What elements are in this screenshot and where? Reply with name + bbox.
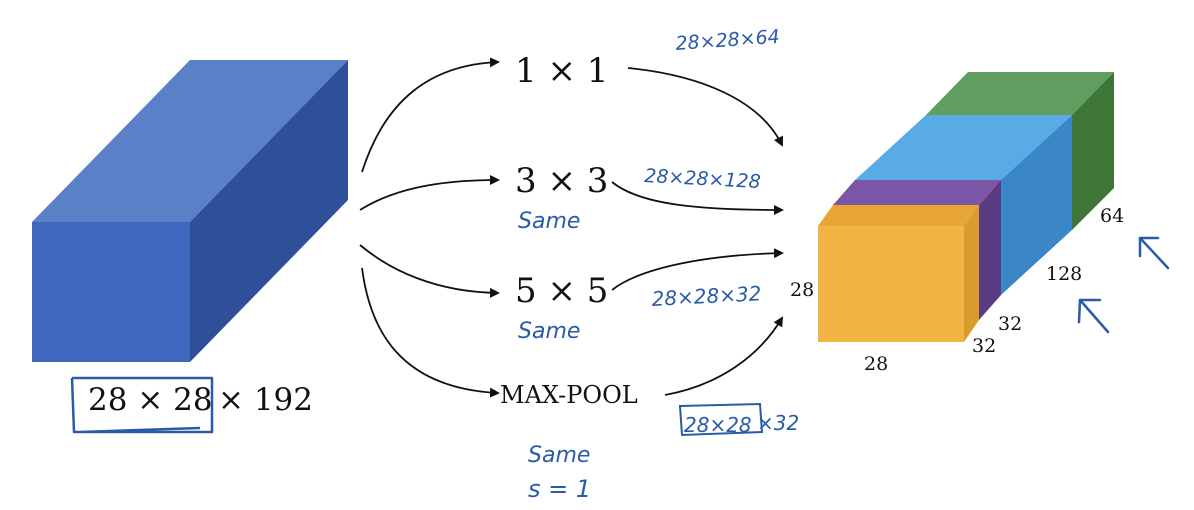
output-depth-3x3-label: 128 <box>1046 263 1082 285</box>
branch-3x3-label: 3 × 3 <box>515 161 608 201</box>
output-depth-maxpool-label: 32 <box>972 335 996 357</box>
input-volume-top-face <box>32 60 348 222</box>
input-dims-rest: × 192 <box>218 382 313 418</box>
branch-3x3-padding: Same <box>518 209 580 234</box>
input-dims-boxed: 28 × 28 <box>88 382 213 418</box>
input-volume-side-face <box>190 60 348 362</box>
output-depth-5x5-label: 32 <box>998 313 1022 335</box>
branch-5x5-padding: Same <box>518 319 580 344</box>
arrow-to-5x5 <box>359 244 500 298</box>
branch-maxpool-padding: Same <box>528 443 590 468</box>
output-maxpool-front <box>818 226 964 342</box>
output-height-label: 28 <box>790 279 814 301</box>
output-volume <box>818 72 1114 342</box>
output-5x5-side <box>979 180 1001 320</box>
output-3x3-side <box>1001 115 1072 295</box>
output-width-label: 28 <box>864 353 888 375</box>
hand-arrow-64 <box>1138 236 1170 270</box>
output-1x1-side <box>1072 72 1114 230</box>
arrow-from-5x5 <box>611 248 784 291</box>
output-dim-labels: 28 28 32 32 128 64 <box>790 205 1124 375</box>
branch-handwritten-notes: Same Same Same s = 1 <box>518 209 591 503</box>
arrow-from-1x1 <box>627 67 783 147</box>
arrow-from-maxpool <box>664 316 784 396</box>
note-3x3-shape: 28×28×128 <box>644 165 761 193</box>
hand-arrow-128 <box>1077 298 1110 334</box>
branch-1x1-label: 1 × 1 <box>515 51 608 91</box>
branch-5x5-label: 5 × 5 <box>515 271 608 311</box>
arrow-to-1x1 <box>361 57 500 173</box>
output-maxpool-top <box>818 205 979 226</box>
output-5x5-top <box>833 180 1001 205</box>
input-volume <box>32 60 348 362</box>
hand-pointer-arrows <box>1077 236 1170 334</box>
input-volume-front-face <box>32 222 190 362</box>
branch-labels: 1 × 1 3 × 3 5 × 5 MAX-POOL <box>500 51 638 409</box>
note-1x1-shape: 28×28×64 <box>675 26 781 55</box>
branch-maxpool-stride: s = 1 <box>528 475 591 503</box>
note-maxpool-hand-box <box>678 402 764 437</box>
input-dims-label: 28 × 28 × 192 <box>70 376 313 434</box>
output-depth-1x1-label: 64 <box>1100 205 1124 227</box>
branch-maxpool-label: MAX-POOL <box>500 381 638 409</box>
output-3x3-top <box>855 115 1072 180</box>
output-1x1-top <box>926 72 1114 115</box>
output-maxpool-side <box>964 205 979 342</box>
arrow-to-3x3 <box>359 175 500 211</box>
input-dims-hand-box <box>70 376 214 434</box>
output-arrows <box>611 67 784 396</box>
note-5x5-shape: 28×28×32 <box>651 281 762 311</box>
arrow-to-maxpool <box>361 267 500 398</box>
arrow-from-3x3 <box>611 181 784 215</box>
note-maxpool-shape-rest: ×32 <box>757 411 799 435</box>
input-arrows <box>359 57 500 398</box>
